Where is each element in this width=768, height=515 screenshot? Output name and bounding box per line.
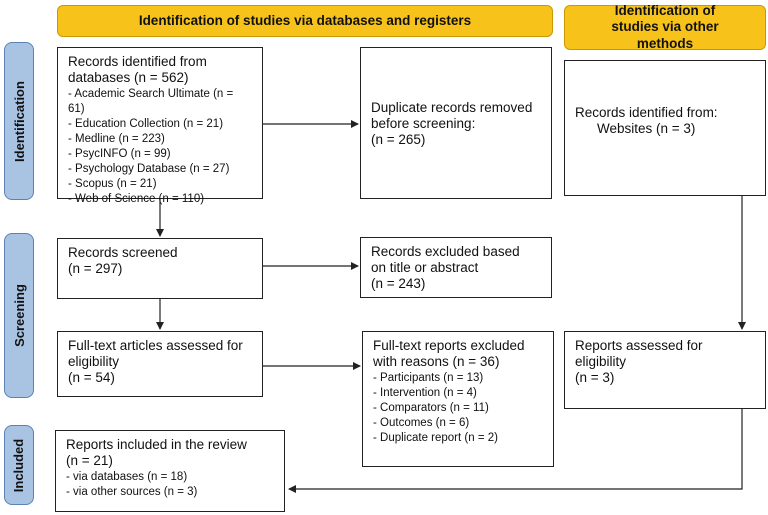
list-item: via databases (n = 18) (66, 470, 274, 485)
included-sources-list: via databases (n = 18) via other sources… (66, 470, 274, 500)
list-item: PsycINFO (n = 99) (68, 147, 252, 162)
other-records-title: Records identified from: (575, 105, 718, 120)
reports-assessed-text: Reports assessed for eligibility (n = 3) (575, 338, 703, 386)
other-records-websites: Websites (n = 3) (597, 121, 696, 137)
fulltext-excluded-box: Full-text reports excluded with reasons … (362, 331, 554, 467)
fulltext-assessed-text: Full-text articles assessed for eligibil… (68, 338, 243, 386)
included-box: Reports included in the review (n = 21) … (55, 430, 285, 512)
fulltext-excluded-title: Full-text reports excluded with reasons … (373, 338, 525, 370)
list-item: Medline (n = 223) (68, 132, 252, 147)
fulltext-assessed-box: Full-text articles assessed for eligibil… (57, 331, 263, 397)
list-item: Comparators (n = 11) (373, 401, 543, 416)
records-excluded-text: Records excluded based on title or abstr… (371, 244, 520, 292)
phase-identification: Identification (4, 42, 34, 200)
header-databases: Identification of studies via databases … (57, 5, 553, 37)
list-item: Academic Search Ultimate (n = 61) (68, 87, 252, 117)
duplicates-removed-text: Duplicate records removed before screeni… (371, 100, 533, 148)
records-screened-text: Records screened (n = 297) (68, 245, 178, 277)
reports-assessed-box: Reports assessed for eligibility (n = 3) (564, 331, 766, 409)
records-identified-box: Records identified from databases (n = 5… (57, 47, 263, 205)
header-other-label: Identification of studies via other meth… (611, 3, 719, 51)
database-list: Academic Search Ultimate (n = 61) Educat… (68, 87, 252, 207)
phase-included: Included (4, 425, 34, 505)
list-item: via other sources (n = 3) (66, 485, 274, 500)
exclusion-reasons-list: Participants (n = 13) Intervention (n = … (373, 371, 543, 446)
phase-screening: Screening (4, 233, 34, 398)
header-other-methods: Identification of studies via other meth… (564, 3, 766, 51)
list-item: Outcomes (n = 6) (373, 416, 543, 431)
records-screened-box: Records screened (n = 297) (57, 238, 263, 299)
list-item: Duplicate report (n = 2) (373, 431, 543, 446)
header-databases-label: Identification of studies via databases … (138, 12, 472, 28)
list-item: Psychology Database (n = 27) (68, 162, 252, 177)
list-item: Web of Science (n = 110) (68, 192, 252, 207)
list-item: Participants (n = 13) (373, 371, 543, 386)
duplicates-removed-box: Duplicate records removed before screeni… (360, 47, 552, 199)
records-identified-title: Records identified from databases (n = 5… (68, 54, 207, 86)
list-item: Education Collection (n = 21) (68, 117, 252, 132)
other-records-box: Records identified from: Websites (n = 3… (564, 60, 766, 196)
list-item: Scopus (n = 21) (68, 177, 252, 192)
list-item: Intervention (n = 4) (373, 386, 543, 401)
included-title: Reports included in the review (n = 21) (66, 437, 247, 469)
arrow-reports-to-included (288, 409, 743, 493)
records-excluded-box: Records excluded based on title or abstr… (360, 237, 552, 298)
